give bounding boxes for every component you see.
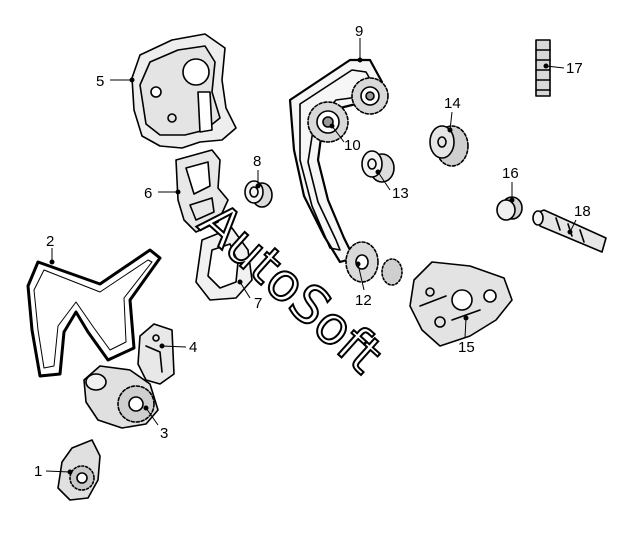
callout-9: 9 — [355, 23, 363, 40]
part-8-idler-pulley — [244, 180, 273, 208]
callout-1: 1 — [34, 463, 42, 480]
callout-14: 14 — [444, 95, 461, 112]
leader-lines — [45, 38, 577, 475]
callout-3: 3 — [160, 425, 168, 442]
part-5-upper-timing-cover — [131, 33, 237, 149]
callout-6: 6 — [144, 185, 152, 202]
part-13-tensioner — [361, 150, 395, 183]
part-4-bracket — [137, 323, 175, 385]
part-2-ribbed-belt — [26, 248, 162, 378]
callout-7: 7 — [254, 295, 262, 312]
callout-16: 16 — [502, 165, 519, 182]
callout-8: 8 — [253, 153, 261, 170]
part-3-water-pump — [83, 365, 159, 429]
callout-18: 18 — [574, 203, 591, 220]
part-15-oil-pump-housing — [409, 261, 513, 347]
part-14-gear — [429, 125, 469, 167]
part-10-camshaft-sprockets — [307, 77, 389, 143]
part-16-bushing — [496, 196, 523, 221]
part-12-crank-sprockets — [345, 241, 403, 286]
callout-4: 4 — [189, 339, 197, 356]
callout-17: 17 — [566, 60, 583, 77]
callout-15: 15 — [458, 339, 475, 356]
callout-10: 10 — [344, 137, 361, 154]
part-1-thermostat-housing — [57, 439, 101, 501]
part-17-chain-segment — [535, 39, 551, 97]
part-6-bracket — [175, 149, 229, 233]
callout-2: 2 — [46, 233, 54, 250]
callout-12: 12 — [355, 292, 372, 309]
callout-5: 5 — [96, 73, 104, 90]
callout-13: 13 — [392, 185, 409, 202]
